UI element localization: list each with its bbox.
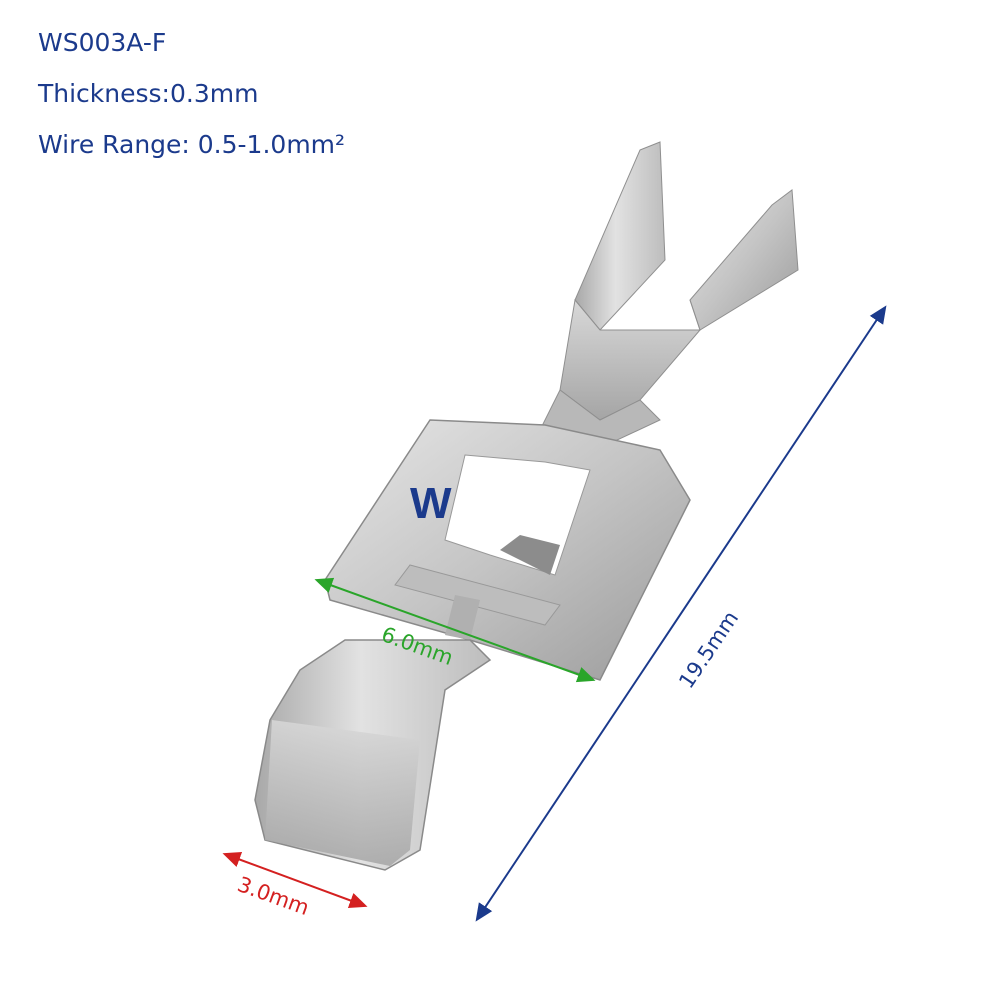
spring-tab	[254, 639, 492, 871]
brand-name: UXUNELE	[455, 497, 535, 516]
brand-logo-mark: W	[410, 479, 452, 528]
length-label: 19.5mm	[674, 607, 743, 693]
tab-width-arrow	[222, 851, 368, 909]
tab-width-label: 3.0mm	[234, 872, 312, 920]
tab-width-dimension: 3.0mm	[222, 851, 368, 920]
length-arrow	[475, 305, 887, 922]
wire-range-spec: Wire Range: 0.5-1.0mm²	[38, 130, 346, 159]
thickness-spec: Thickness:0.3mm	[38, 79, 259, 108]
model-number: WS003A-F	[38, 28, 167, 57]
crimp-barrel	[539, 141, 799, 456]
width-arrow	[314, 577, 596, 683]
